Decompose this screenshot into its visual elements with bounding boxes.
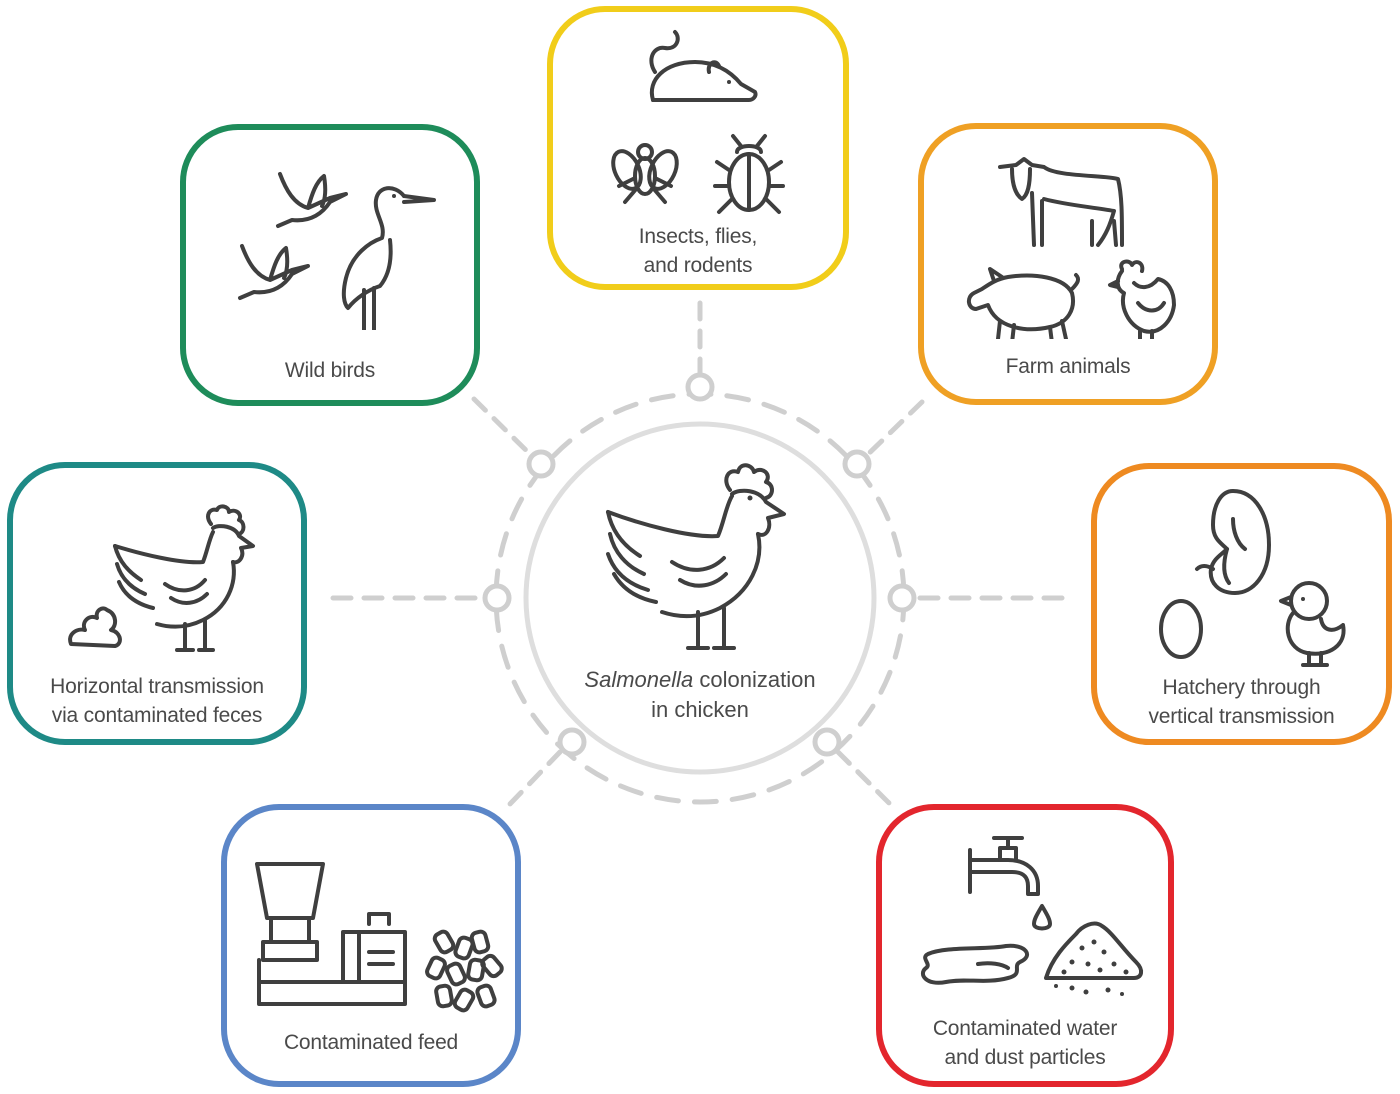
feed-label-line1: Contaminated feed (283, 1031, 459, 1054)
embryo-icon (1195, 489, 1271, 595)
beetle-icon (713, 134, 785, 214)
farm-animals-label-line1: Farm animals (1005, 355, 1131, 378)
source-box-feed: Contaminated feed (221, 804, 521, 1087)
connector-line-wild-birds (471, 396, 541, 465)
water-label-line1: Contaminated water (932, 1017, 1118, 1040)
source-box-wild-birds: Wild birds (180, 124, 480, 406)
insects-icons (611, 30, 785, 214)
source-box-horizontal: Horizontal transmission via contaminated… (7, 462, 307, 745)
connector-node-top (685, 372, 715, 402)
wild-birds-label: Wild birds (186, 356, 474, 385)
dust-pile-icon (1044, 921, 1143, 996)
chick-icon (1279, 581, 1346, 667)
insects-label: Insects, flies, and rodents (553, 222, 843, 280)
connector-node-lower-right (812, 727, 842, 757)
water-icons (920, 836, 1143, 996)
feed-icons (255, 862, 504, 1013)
farm-animals-icons (967, 157, 1176, 339)
connector-node-left (482, 583, 512, 613)
connector-line-feed (507, 749, 563, 807)
center-label-line1: colonization (693, 667, 816, 692)
wild-birds-icons (238, 172, 436, 330)
feces-icon (68, 606, 122, 648)
egg-icon (1159, 599, 1203, 659)
horizontal-label-line1: Horizontal transmission (50, 675, 264, 698)
hatchery-label: Hatchery through vertical transmission (1097, 673, 1386, 731)
connector-node-right (887, 583, 917, 613)
heron-icon (341, 186, 436, 330)
connector-line-water (835, 749, 893, 807)
water-label: Contaminated water and dust particles (882, 1014, 1168, 1072)
center-circle-outline (523, 421, 877, 775)
flying-bird-icon (238, 244, 310, 300)
pig-icon (967, 267, 1081, 339)
outer-dashed-ring (493, 391, 907, 805)
fly-icon (611, 143, 679, 204)
horizontal-label-line2: via contaminated feces (51, 704, 263, 727)
feed-mill-icon (255, 862, 407, 1006)
feed-label: Contaminated feed (227, 1028, 515, 1057)
horizontal-label: Horizontal transmission via contaminated… (13, 672, 301, 730)
connector-node-upper-left (526, 449, 556, 479)
water-drop (1032, 904, 1052, 931)
source-box-farm-animals: Farm animals (918, 123, 1218, 405)
hatchery-label-line2: vertical transmission (1148, 705, 1335, 728)
water-label-line2: and dust particles (944, 1046, 1106, 1069)
flying-bird-icon (276, 172, 348, 228)
hatchery-icons (1159, 489, 1346, 667)
farm-animals-label: Farm animals (924, 352, 1212, 381)
faucet-icon (968, 836, 1040, 896)
connector-node-lower-left (557, 727, 587, 757)
horizontal-icons (68, 504, 255, 652)
mouse-icon (649, 30, 758, 102)
source-box-insects: Insects, flies, and rodents (547, 6, 849, 290)
rooster-icon (606, 463, 786, 650)
wild-birds-label-line1: Wild birds (284, 359, 376, 382)
insects-label-line1: Insects, flies, (638, 225, 758, 248)
feed-pellets-icon (425, 929, 504, 1013)
connector-line-farm-animals (857, 399, 925, 465)
hatchery-label-line1: Hatchery through (1162, 676, 1321, 699)
center-label-italic: Salmonella (584, 667, 694, 692)
connector-node-upper-right (842, 449, 872, 479)
rooster-icon (113, 504, 255, 652)
center-label-line2: in chicken (651, 697, 749, 722)
source-box-hatchery: Hatchery through vertical transmission (1091, 463, 1392, 745)
chicken-icon (1108, 259, 1176, 339)
center-label: Salmonella colonization in chicken (560, 665, 840, 725)
puddle-icon (920, 943, 1029, 985)
source-box-water: Contaminated water and dust particles (876, 804, 1174, 1087)
insects-label-line2: and rodents (643, 254, 753, 277)
cow-icon (998, 157, 1124, 247)
